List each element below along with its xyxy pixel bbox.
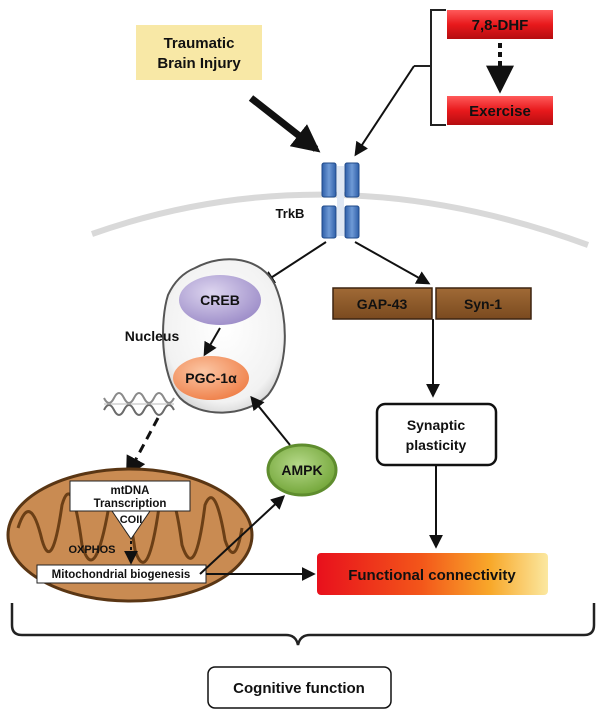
synaptic-plasticity-box: Synaptic plasticity <box>375 402 498 467</box>
biogenesis-to-ampk-arrow <box>199 495 286 575</box>
trkb-label: TrkB <box>276 206 305 221</box>
transcription-label: Transcription <box>94 498 167 510</box>
synaptic-line1: Synaptic <box>407 417 466 433</box>
trkb-to-nucleus-arrow <box>260 241 327 285</box>
functional-connectivity-label: Functional connectivity <box>348 567 516 584</box>
dna-to-mito-arrow <box>126 417 160 478</box>
mtdna-label: mtDNA <box>111 485 150 497</box>
stimulus-arrow <box>248 95 321 153</box>
gap-43-label: GAP-43 <box>357 296 408 312</box>
syn-1-label: Syn-1 <box>464 296 502 312</box>
oxphos-label: OXPHOS <box>68 544 115 556</box>
treatment-7-8-dhf-label: 7,8-DHF <box>472 17 529 34</box>
creb-to-pgc-arrow <box>203 327 221 357</box>
trkb-receptor <box>321 162 360 239</box>
ampk-label: AMPK <box>281 462 322 478</box>
pgc-1a-node <box>173 356 249 400</box>
mito-biogenesis-label: Mitochondrial biogenesis <box>52 569 191 581</box>
treatment-bracket <box>414 9 446 126</box>
nucleus-label: Nucleus <box>125 328 180 344</box>
cognitive-function-box: Cognitive function <box>207 666 392 709</box>
ampk-node <box>266 443 338 497</box>
pgc-1a-label: PGC-1α <box>185 370 237 386</box>
trkb-to-proteins-arrow <box>354 241 431 285</box>
treatment-7-8-dhf: 7,8-DHF <box>447 10 553 39</box>
synaptic-line2: plasticity <box>406 437 467 453</box>
stimulus-box: Traumatic Brain Injury <box>136 25 262 80</box>
treatment-arrow <box>354 65 415 157</box>
creb-node <box>179 275 261 325</box>
stimulus-line2: Brain Injury <box>157 55 241 72</box>
coii-triangle <box>111 510 151 540</box>
ampk-to-nucleus-arrow <box>250 395 291 446</box>
coii-label: COII <box>120 514 143 526</box>
dna-helix <box>103 392 175 416</box>
functional-connectivity-box: Functional connectivity <box>317 553 548 595</box>
gap-43-box: GAP-43 <box>332 287 433 320</box>
treatment-exercise-label: Exercise <box>469 103 531 120</box>
mito-biogenesis-box: Mitochondrial biogenesis <box>36 564 207 584</box>
stimulus-line1: Traumatic <box>164 35 235 52</box>
cognitive-function-label: Cognitive function <box>233 680 365 697</box>
treatment-exercise: Exercise <box>447 96 553 125</box>
creb-label: CREB <box>200 292 240 308</box>
mtdna-transcription-box: mtDNA Transcription <box>69 480 191 512</box>
syn-1-box: Syn-1 <box>435 287 532 320</box>
outcome-brace <box>10 603 596 646</box>
